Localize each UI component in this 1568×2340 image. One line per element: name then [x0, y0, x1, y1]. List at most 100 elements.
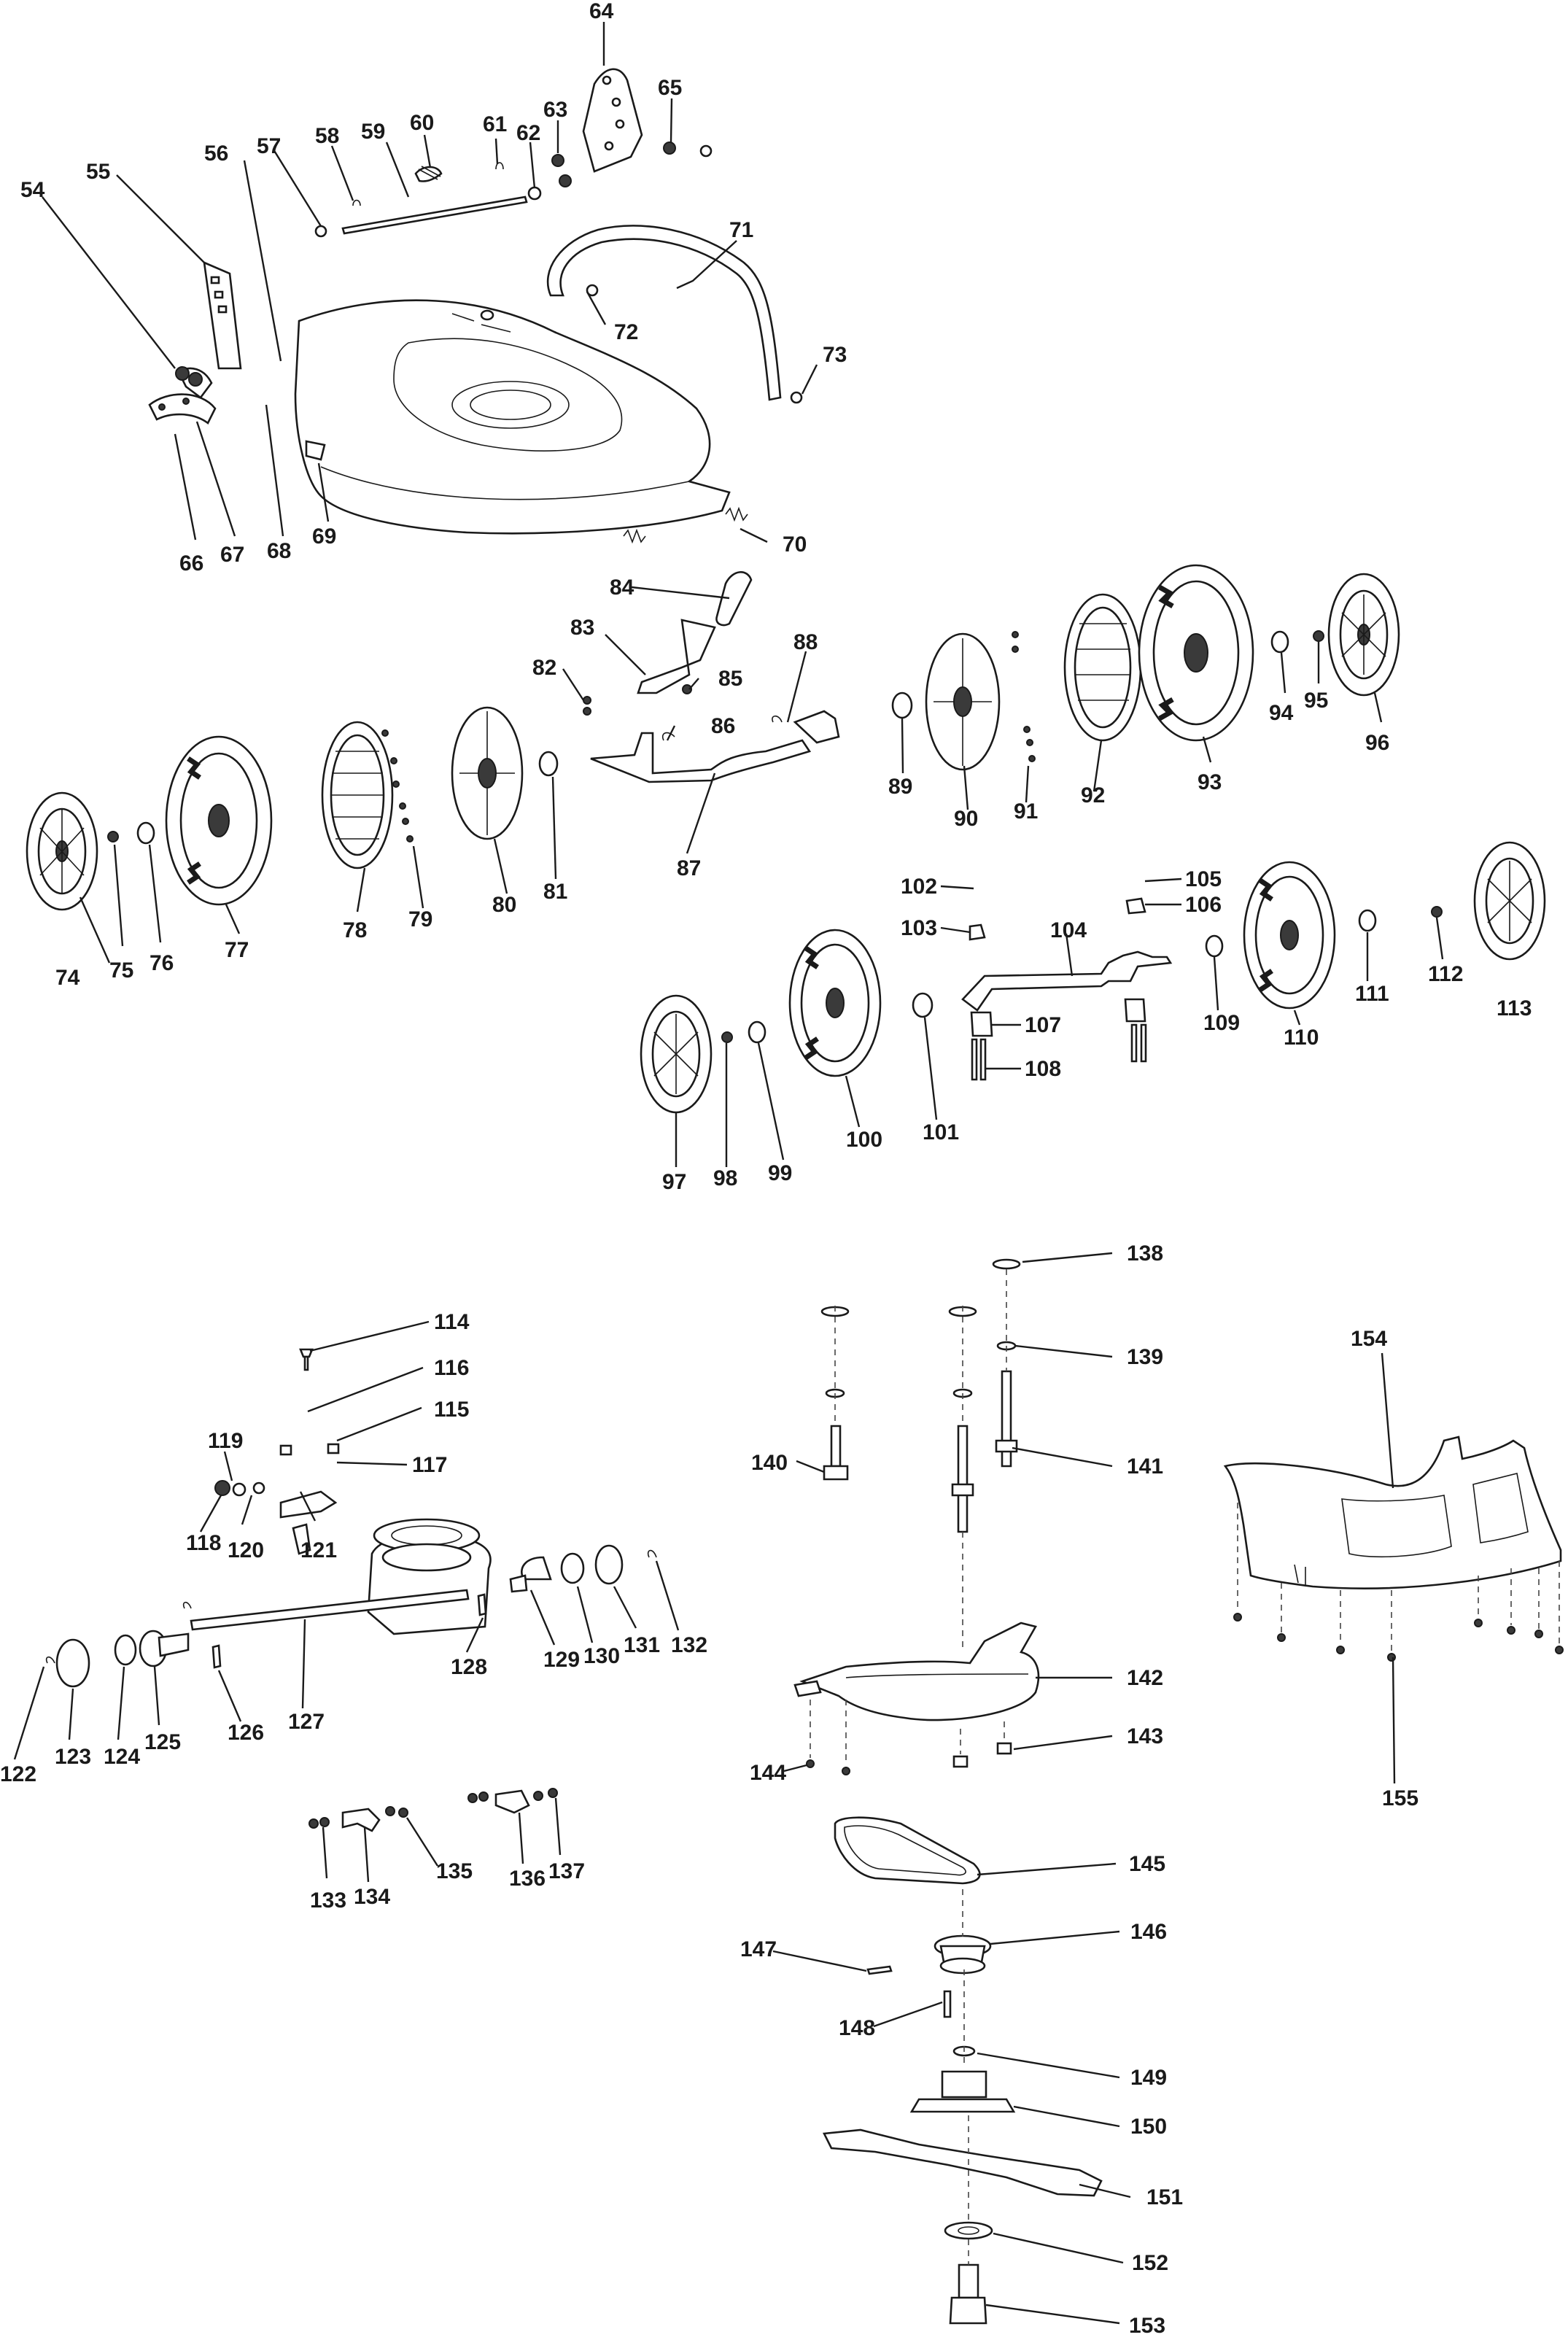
label-145: 145 — [1129, 1852, 1165, 1876]
label-102: 102 — [901, 875, 937, 899]
label-124: 124 — [104, 1745, 140, 1769]
handle-drawing — [546, 225, 803, 404]
label-112: 112 — [1428, 962, 1463, 986]
label-65: 65 — [658, 76, 682, 100]
label-105: 105 — [1185, 867, 1222, 891]
label-100: 100 — [846, 1128, 882, 1152]
label-72: 72 — [614, 320, 638, 344]
label-70: 70 — [783, 532, 807, 557]
label-80: 80 — [492, 893, 516, 917]
label-89: 89 — [888, 775, 912, 799]
label-134: 134 — [354, 1885, 390, 1909]
label-77: 77 — [225, 938, 249, 962]
label-83: 83 — [570, 616, 594, 640]
front-wheel-set-drawing — [640, 841, 1546, 1114]
label-97: 97 — [662, 1170, 686, 1194]
label-116: 116 — [434, 1356, 469, 1380]
label-127: 127 — [288, 1710, 325, 1734]
label-141: 141 — [1127, 1454, 1163, 1479]
label-109: 109 — [1203, 1011, 1240, 1035]
label-128: 128 — [451, 1655, 487, 1679]
spring-drawing — [623, 506, 748, 544]
label-122: 122 — [0, 1762, 36, 1786]
label-139: 139 — [1127, 1345, 1163, 1369]
mower-deck-drawing — [294, 299, 731, 535]
label-88: 88 — [793, 630, 818, 654]
label-153: 153 — [1129, 2314, 1165, 2338]
label-76: 76 — [150, 951, 174, 975]
label-113: 113 — [1497, 996, 1532, 1020]
front-axle-drawing — [590, 710, 840, 783]
label-87: 87 — [677, 856, 701, 880]
left-wheel-set-drawing — [26, 706, 559, 911]
label-126: 126 — [228, 1721, 264, 1745]
label-119: 119 — [208, 1429, 243, 1453]
label-138: 138 — [1127, 1241, 1163, 1266]
label-123: 123 — [55, 1745, 91, 1769]
label-120: 120 — [228, 1538, 264, 1562]
label-58: 58 — [315, 124, 339, 148]
label-67: 67 — [220, 543, 244, 567]
label-146: 146 — [1130, 1920, 1167, 1944]
label-106: 106 — [1185, 893, 1222, 917]
label-131: 131 — [624, 1633, 660, 1657]
label-61: 61 — [483, 112, 507, 136]
label-93: 93 — [1198, 770, 1222, 794]
label-98: 98 — [713, 1166, 737, 1190]
label-92: 92 — [1081, 783, 1105, 807]
label-95: 95 — [1304, 689, 1328, 713]
label-96: 96 — [1365, 731, 1389, 755]
label-136: 136 — [509, 1867, 546, 1891]
rear-cover-drawing — [1223, 1436, 1564, 1662]
leader-lines — [13, 22, 1444, 2325]
label-133: 133 — [310, 1888, 346, 1913]
label-74: 74 — [55, 966, 80, 990]
label-121: 121 — [300, 1538, 337, 1562]
label-103: 103 — [901, 916, 937, 940]
label-155: 155 — [1382, 1786, 1418, 1810]
label-66: 66 — [179, 551, 203, 576]
bracket-drawing — [175, 260, 242, 399]
label-99: 99 — [768, 1161, 792, 1185]
label-137: 137 — [548, 1859, 585, 1883]
label-69: 69 — [312, 524, 336, 549]
right-wheel-set-drawing — [891, 564, 1400, 771]
label-135: 135 — [436, 1859, 473, 1883]
label-114: 114 — [434, 1310, 470, 1334]
label-75: 75 — [109, 958, 133, 983]
label-79: 79 — [408, 907, 432, 931]
part-drawings — [26, 68, 1564, 2325]
label-108: 108 — [1025, 1057, 1061, 1081]
label-149: 149 — [1130, 2066, 1167, 2090]
label-84: 84 — [610, 576, 634, 600]
label-101: 101 — [923, 1120, 959, 1144]
label-56: 56 — [204, 142, 228, 166]
label-90: 90 — [954, 807, 978, 831]
rear-rod-drawing — [314, 162, 542, 238]
label-64: 64 — [589, 0, 614, 23]
label-68: 68 — [267, 539, 291, 563]
blade-assembly-drawing — [822, 1816, 1103, 2325]
label-91: 91 — [1014, 799, 1038, 824]
callout-labels: 54 55 56 57 58 59 60 61 62 63 64 65 66 6… — [0, 0, 1532, 2338]
label-130: 130 — [583, 1644, 620, 1668]
lever-bracket-drawing — [551, 68, 713, 187]
label-57: 57 — [257, 134, 281, 158]
label-150: 150 — [1130, 2115, 1167, 2139]
label-151: 151 — [1146, 2185, 1183, 2209]
label-85: 85 — [718, 667, 742, 691]
label-94: 94 — [1269, 701, 1294, 725]
label-125: 125 — [144, 1730, 181, 1754]
label-147: 147 — [740, 1937, 777, 1961]
lever-grip-drawing — [583, 571, 753, 716]
label-63: 63 — [543, 98, 567, 122]
label-78: 78 — [343, 918, 367, 942]
label-62: 62 — [516, 121, 540, 145]
belt-guard-drawing — [793, 1622, 1040, 1775]
label-118: 118 — [186, 1531, 221, 1555]
label-73: 73 — [823, 343, 847, 367]
label-59: 59 — [361, 120, 385, 144]
label-132: 132 — [671, 1633, 707, 1657]
label-143: 143 — [1127, 1724, 1163, 1748]
